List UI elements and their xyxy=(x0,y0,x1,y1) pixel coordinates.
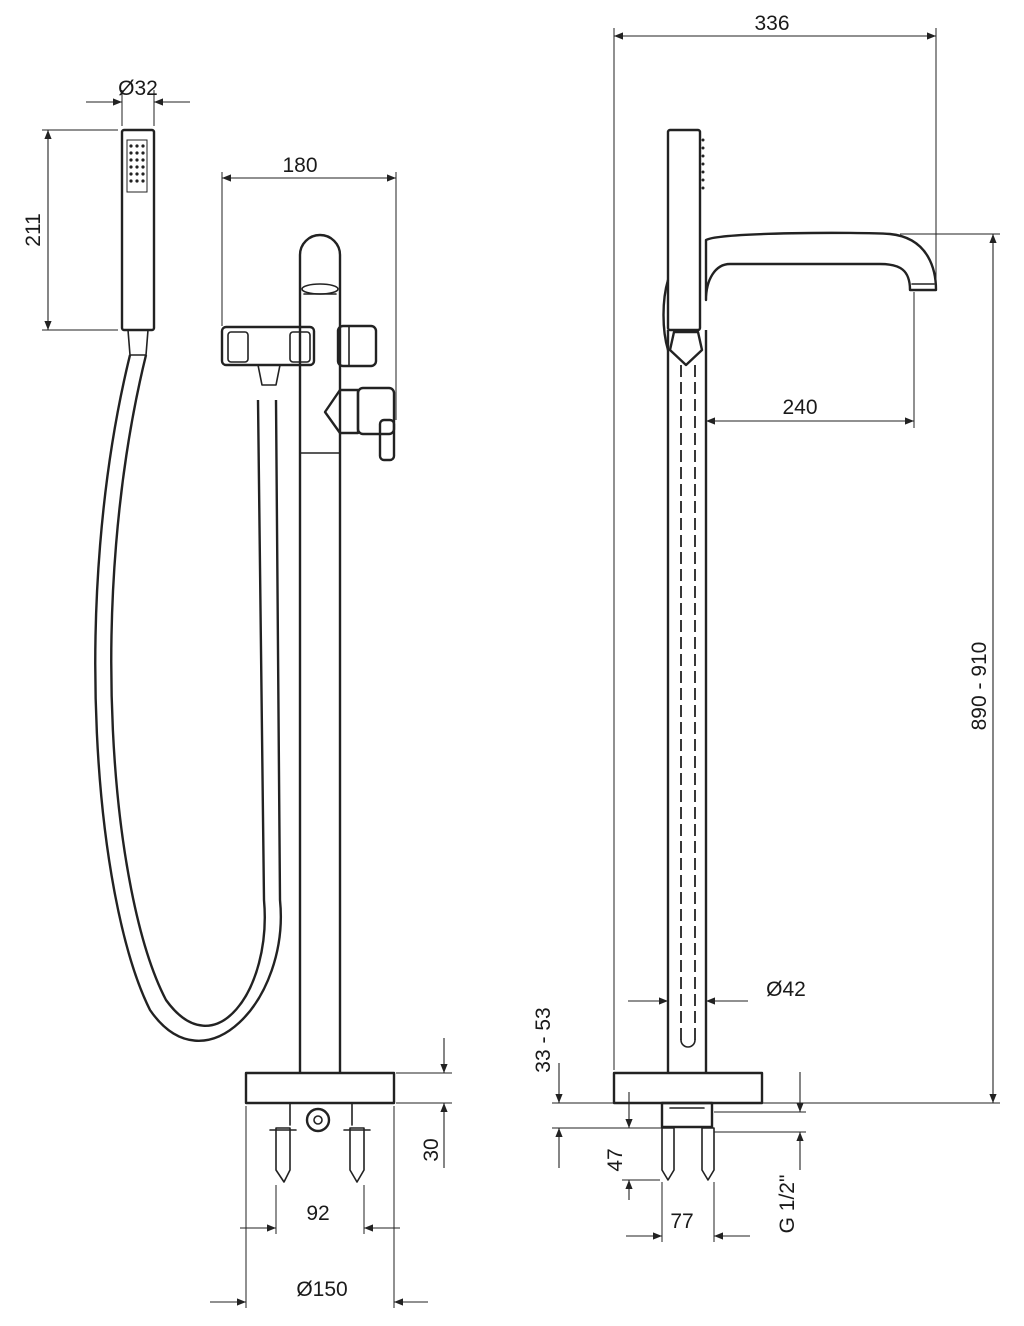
dim-label-spout-reach: 240 xyxy=(782,396,817,419)
dim-label-depth-right: 47 xyxy=(604,1148,627,1171)
dim-label-handshower-length: 211 xyxy=(22,213,45,246)
dim-label-column-diameter: Ø42 xyxy=(766,978,806,1001)
dim-label-base-diameter: Ø150 xyxy=(296,1278,347,1301)
dim-label-thread: G 1/2" xyxy=(776,1175,799,1234)
shower-hose xyxy=(94,354,283,1042)
left-mixer-view xyxy=(220,233,396,1183)
dim-label-handshower-diameter: Ø32 xyxy=(118,77,158,100)
right-mixer-view xyxy=(612,128,938,1181)
dim-label-adjust-range: 33 - 53 xyxy=(532,1007,555,1072)
dim-label-base-height-left: 30 xyxy=(420,1138,443,1161)
dim-label-total-height: 890 - 910 xyxy=(968,642,991,731)
dim-label-bolt-spacing-left: 92 xyxy=(306,1202,329,1225)
dim-label-left-width: 180 xyxy=(282,154,317,177)
hand-shower xyxy=(120,128,156,356)
dimension-lines xyxy=(42,28,1000,1308)
dim-label-right-width: 336 xyxy=(754,12,789,35)
dim-label-bolt-spacing-right: 77 xyxy=(670,1210,693,1233)
